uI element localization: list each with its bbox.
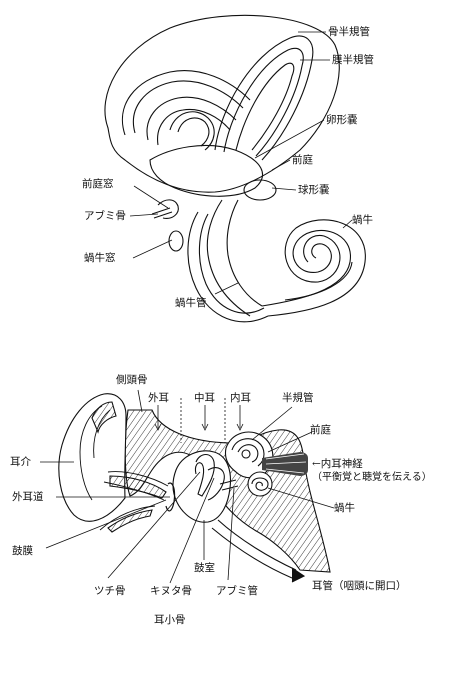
utricle bbox=[149, 144, 264, 197]
label-round-window: 蝸牛窓 bbox=[84, 252, 116, 264]
tympanic-cavity bbox=[172, 450, 232, 523]
label-cochlear-duct: 蝸牛管 bbox=[175, 297, 207, 309]
label-eustachian-tube: 耳管（咽頭に開口） bbox=[312, 580, 407, 592]
label-membranous-labyrinth: 膜半規管 bbox=[332, 54, 374, 66]
label-middle-ear: 中耳 bbox=[194, 392, 215, 404]
ear-section-diagram bbox=[40, 389, 335, 584]
label-nerve-note: （平衡覚と聴覚を伝える） bbox=[312, 472, 432, 483]
label-eardrum: 鼓膜 bbox=[12, 545, 33, 557]
label-vestibulocochlear-nerve: ←内耳神経 bbox=[312, 458, 363, 470]
label-ossicles: 耳小骨 bbox=[154, 614, 186, 626]
label-bony-labyrinth: 骨半規管 bbox=[328, 26, 370, 38]
label-malleus: ツチ骨 bbox=[94, 585, 126, 597]
membranous-canal-posterior bbox=[214, 35, 314, 161]
round-window bbox=[168, 230, 184, 252]
stapes bbox=[219, 479, 239, 491]
label-auricle: 耳介 bbox=[10, 456, 31, 468]
label-inner-ear: 内耳 bbox=[230, 392, 251, 404]
incus bbox=[207, 467, 225, 501]
label-outer-ear: 外耳 bbox=[148, 392, 169, 404]
label-stapes: アブミ骨 bbox=[84, 210, 126, 222]
label-cochlea: 蝸牛 bbox=[352, 214, 373, 226]
label-semicircular-canals: 半規管 bbox=[282, 392, 314, 404]
label-tympanic-cavity: 鼓室 bbox=[194, 562, 215, 574]
saccule bbox=[243, 179, 277, 201]
cochlea-section bbox=[247, 471, 273, 497]
auricle bbox=[58, 393, 127, 522]
label-vestibule-section: 前庭 bbox=[310, 424, 331, 436]
label-vestibule: 前庭 bbox=[292, 154, 313, 166]
label-ear-canal: 外耳道 bbox=[12, 491, 44, 503]
label-utricle: 卵形嚢 bbox=[326, 114, 358, 126]
inner-ear-section bbox=[224, 431, 274, 497]
cochlear-duct bbox=[187, 211, 269, 323]
inner-ear-diagram bbox=[104, 14, 366, 323]
cochlea-spiral bbox=[261, 219, 366, 317]
membranous-canal-outer bbox=[121, 70, 251, 136]
label-stapes-section: アブミ管 bbox=[216, 585, 258, 597]
eustachian-tube bbox=[211, 519, 297, 579]
label-incus: キヌタ骨 bbox=[150, 585, 192, 597]
malleus bbox=[194, 453, 215, 497]
label-saccule: 球形嚢 bbox=[298, 184, 330, 196]
label-temporal-bone: 側頭骨 bbox=[116, 374, 148, 386]
stapes-top bbox=[157, 199, 179, 219]
label-oval-window: 前庭窓 bbox=[82, 178, 114, 190]
label-cochlea-section: 蝸牛 bbox=[334, 502, 355, 514]
